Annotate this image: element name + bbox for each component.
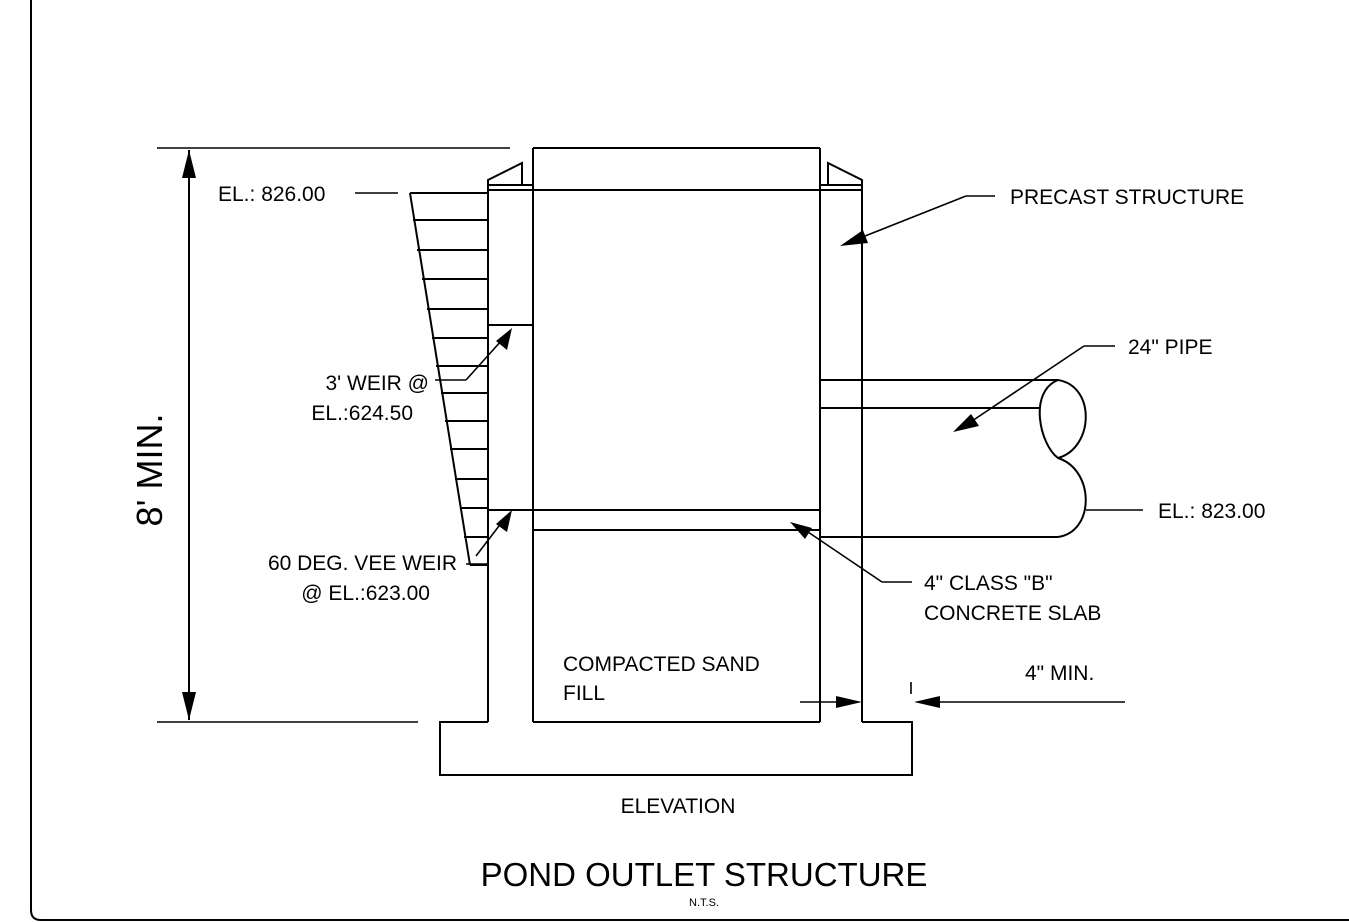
- dimension-label: 8' MIN.: [129, 414, 170, 527]
- label-slab-2: CONCRETE SLAB: [924, 602, 1101, 625]
- label-weir-1: 3' WEIR @: [325, 372, 429, 395]
- label-pipe: 24" PIPE: [1128, 336, 1213, 359]
- drawing-title: POND OUTLET STRUCTURE: [481, 856, 928, 893]
- sheet-border: [30, 0, 1349, 921]
- label-el-top: EL.: 826.00: [218, 183, 325, 206]
- pipe-24in: [819, 378, 1087, 538]
- dimension-8ft: 8' MIN.: [129, 147, 510, 723]
- hatch-wedge: [409, 192, 488, 566]
- precast-structure: [439, 147, 913, 776]
- label-sand-2: FILL: [563, 682, 605, 705]
- label-el-pipe: EL.: 823.00: [1158, 500, 1265, 523]
- label-vee-2: @ EL.:623.00: [301, 582, 430, 605]
- scale-note: N.T.S.: [689, 897, 719, 909]
- label-slab-1: 4" CLASS "B": [924, 572, 1053, 595]
- label-weir-2: EL.:624.50: [311, 402, 413, 425]
- label-vee-1: 60 DEG. VEE WEIR: [268, 552, 457, 575]
- label-sand-1: COMPACTED SAND: [563, 653, 760, 676]
- view-label: ELEVATION: [621, 795, 736, 818]
- label-precast: PRECAST STRUCTURE: [1010, 186, 1244, 209]
- label-4in-min: 4" MIN.: [1025, 662, 1094, 685]
